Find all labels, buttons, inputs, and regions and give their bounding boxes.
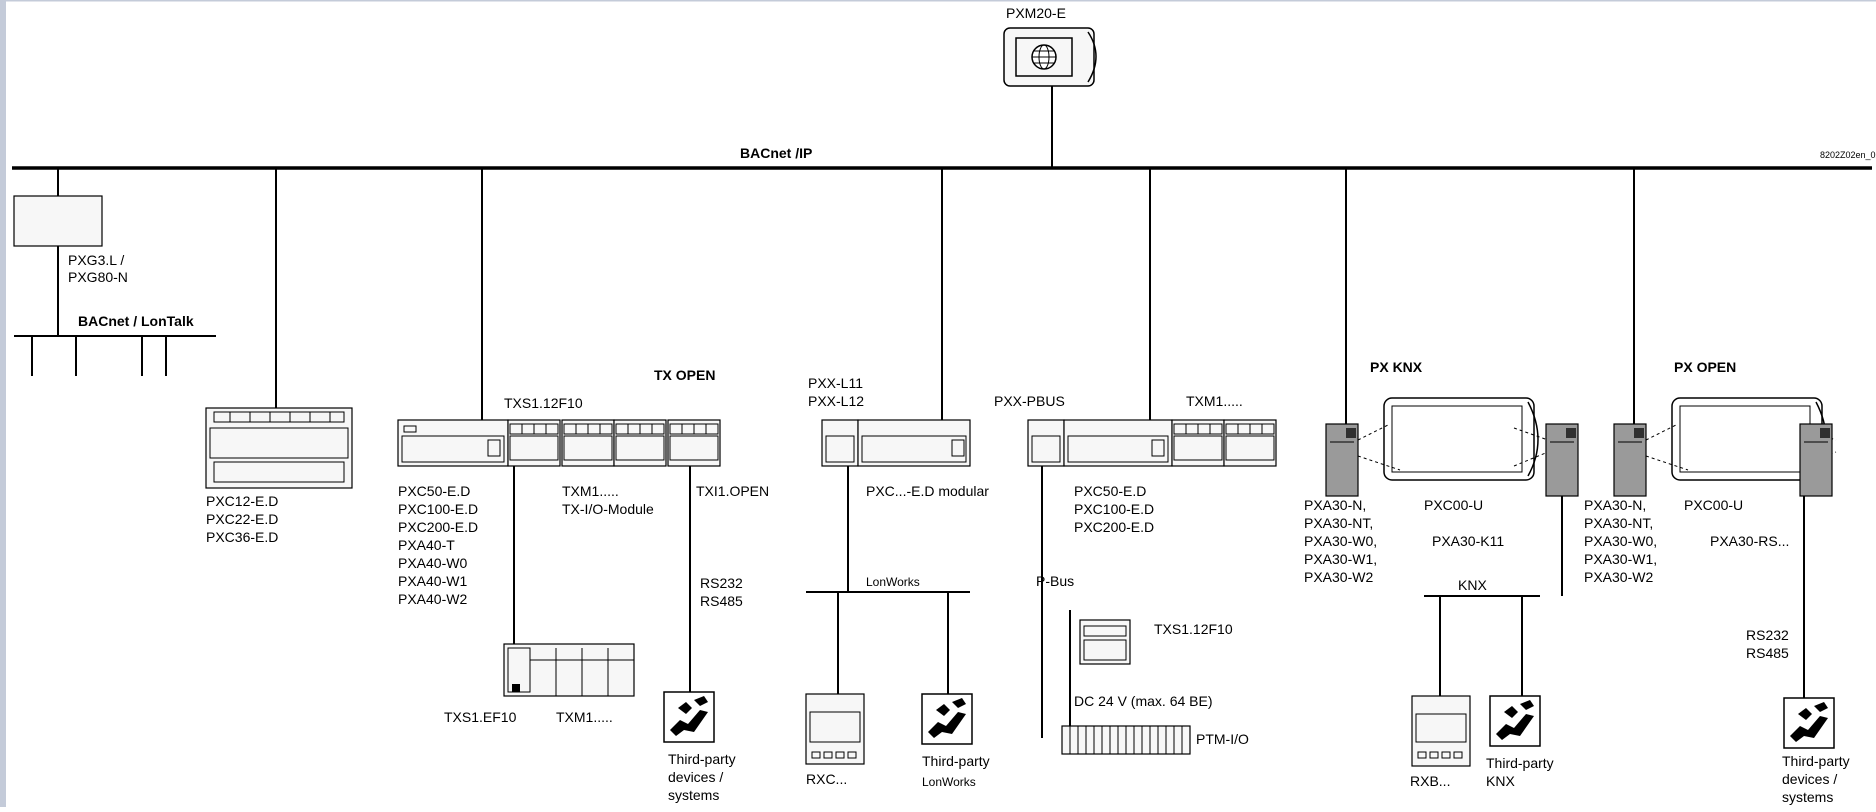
pxa30rs-label: PXA30-RS... — [1710, 533, 1789, 549]
globe-icon — [1031, 44, 1057, 70]
pxa30w2-label-b: PXA30-W2 — [1584, 569, 1653, 585]
pxc50-label-a: PXC50-E.D — [398, 483, 470, 499]
pxc-modular-label: PXC...-E.D modular — [866, 483, 989, 499]
pxx-pbus-label: PXX-PBUS — [994, 393, 1065, 409]
pxc200-label-b: PXC200-E.D — [1074, 519, 1154, 535]
pxc22-label: PXC22-E.D — [206, 511, 278, 527]
third-party-handshake-icon — [1489, 695, 1541, 747]
txi1-open-label: TXI1.OPEN — [696, 483, 769, 499]
rs485-label-a: RS485 — [700, 593, 743, 609]
pxa30-k11-sensor — [1545, 423, 1579, 497]
third-party-handshake-icon — [1783, 697, 1835, 749]
pxa30k11-label: PXA30-K11 — [1432, 533, 1504, 549]
left-frame-strip — [0, 0, 6, 807]
dc24-label: DC 24 V (max. 64 BE) — [1074, 693, 1213, 709]
pxa40t-label: PXA40-T — [398, 537, 455, 553]
txs1-ef10-module — [503, 643, 635, 697]
pxa30-sensor-open — [1613, 423, 1647, 497]
ptm-io-module-row — [1061, 725, 1191, 755]
third-party-a-line2: devices / — [668, 769, 723, 785]
pxc100-label-b: PXC100-E.D — [1074, 501, 1154, 517]
tx-io-label: TX-I/O-Module — [562, 501, 654, 517]
third-party-a-line3: systems — [668, 787, 719, 803]
pxa30w0-label-a: PXA30-W0, — [1304, 533, 1377, 549]
knx-bus-label: KNX — [1458, 577, 1487, 593]
pxc200-label-a: PXC200-E.D — [398, 519, 478, 535]
p-bus-label: P-Bus — [1036, 573, 1074, 589]
pxa30-sensor-knx — [1325, 423, 1359, 497]
pxa30nt-label-b: PXA30-NT, — [1584, 515, 1653, 531]
pxa30-rs-sensor — [1799, 423, 1833, 497]
pxg3-router — [13, 195, 103, 247]
third-party-b-line3: systems — [1782, 789, 1833, 805]
rs232-label-b: RS232 — [1746, 627, 1789, 643]
pxc36-label: PXC36-E.D — [206, 529, 278, 545]
pxg3-label-2: PXG80-N — [68, 269, 128, 285]
pxc00u-label-b: PXC00-U — [1684, 497, 1743, 513]
pxc-compact-controller — [205, 407, 353, 489]
third-party-knx-line2: KNX — [1486, 773, 1515, 789]
pxg3-label-1: PXG3.L / — [68, 252, 124, 268]
px-open-label: PX OPEN — [1674, 359, 1736, 375]
pxc-pbus-controller — [1027, 419, 1173, 467]
pxa30w2-label-a: PXA30-W2 — [1304, 569, 1373, 585]
txs1-12f10-label-a: TXS1.12F10 — [504, 395, 583, 411]
third-party-b-line2: devices / — [1782, 771, 1837, 787]
doc-id-label: 8202Z02en_02 — [1820, 150, 1876, 160]
third-party-lon-line2: LonWorks — [922, 775, 976, 789]
pxa30n-label-b: PXA30-N, — [1584, 497, 1646, 513]
pxc00u-label-a: PXC00-U — [1424, 497, 1483, 513]
pxa30n-label-a: PXA30-N, — [1304, 497, 1366, 513]
pxc00-u-knx-panel — [1357, 397, 1549, 481]
pxc100-label-a: PXC100-E.D — [398, 501, 478, 517]
bacnet-lontalk-label: BACnet / LonTalk — [78, 313, 194, 329]
pxc12-label: PXC12-E.D — [206, 493, 278, 509]
rs485-label-b: RS485 — [1746, 645, 1789, 661]
third-party-knx-line1: Third-party — [1486, 755, 1554, 771]
rs232-label-a: RS232 — [700, 575, 743, 591]
third-party-lon-line1: Third-party — [922, 753, 990, 769]
pxm20e-label: PXM20-E — [1006, 5, 1066, 21]
rxc-controller — [805, 693, 865, 765]
px-knx-label: PX KNX — [1370, 359, 1423, 375]
pxx-l11-label: PXX-L11 — [808, 375, 863, 391]
third-party-a-line1: Third-party — [668, 751, 736, 767]
third-party-handshake-icon — [663, 691, 715, 743]
rxc-label: RXC... — [806, 771, 847, 787]
pxa30w1-label-a: PXA30-W1, — [1304, 551, 1377, 567]
pxa40w1-label: PXA40-W1 — [398, 573, 467, 589]
pxa30w1-label-b: PXA30-W1, — [1584, 551, 1657, 567]
pxa30w0-label-b: PXA30-W0, — [1584, 533, 1657, 549]
pxx-l12-label: PXX-L12 — [808, 393, 864, 409]
rxb-controller — [1411, 695, 1471, 767]
txm1-label-c: TXM1..... — [1186, 393, 1243, 409]
txm1-label-a: TXM1..... — [562, 483, 619, 499]
pxc-modular-controller — [821, 419, 971, 467]
tx-open-label: TX OPEN — [654, 367, 715, 383]
pxa40w0-label: PXA40-W0 — [398, 555, 467, 571]
pxc50-label-b: PXC50-E.D — [1074, 483, 1146, 499]
pxc50-controller-tx — [397, 419, 509, 467]
txm1-label-b: TXM1..... — [556, 709, 613, 725]
bacnet-ip-label: BACnet /IP — [740, 145, 812, 161]
third-party-handshake-icon — [921, 693, 973, 745]
rxb-label: RXB... — [1410, 773, 1450, 789]
third-party-b-line1: Third-party — [1782, 753, 1850, 769]
lonworks-bus-label: LonWorks — [866, 575, 920, 589]
txs1-12f10-pbus-module — [1079, 619, 1131, 665]
txs1-12f10-label-b: TXS1.12F10 — [1154, 621, 1233, 637]
pxa40w2-label: PXA40-W2 — [398, 591, 467, 607]
txs1-ef10-label: TXS1.EF10 — [444, 709, 517, 725]
ptm-io-label: PTM-I/O — [1196, 731, 1249, 747]
pxm20e-panel — [1003, 27, 1097, 87]
pxa30nt-label-a: PXA30-NT, — [1304, 515, 1373, 531]
